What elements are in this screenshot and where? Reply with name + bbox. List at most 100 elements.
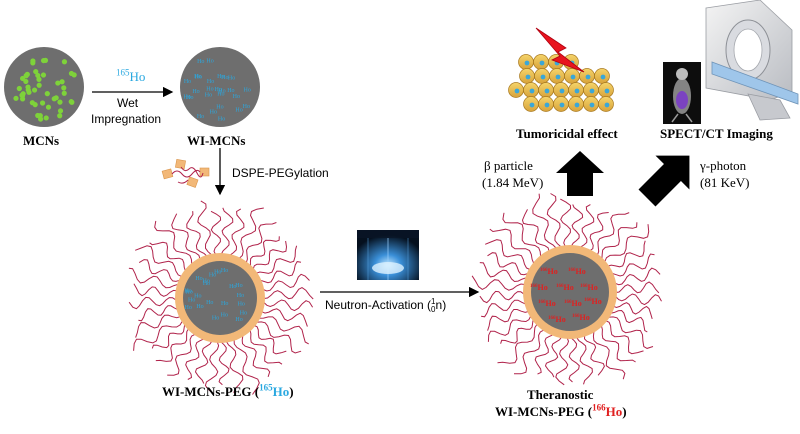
pore-dot <box>45 104 52 110</box>
pore-dot <box>36 76 42 82</box>
ho165-texture-glyph: Ho <box>203 278 210 284</box>
pore-dot <box>57 99 63 105</box>
beta-particle-label: β particle <box>484 158 533 173</box>
ho166-glyph: 166Ho <box>540 267 558 276</box>
peg-chain <box>218 341 230 386</box>
ho166-mass-peg: 166 <box>592 402 606 413</box>
wi-mcns-peg-165-label: WI-MCNs-PEG (165Ho) <box>162 383 294 400</box>
ho165-texture-glyph: Ho <box>216 104 223 110</box>
theranostic-particle <box>523 245 617 339</box>
tumor-cell-nucleus <box>604 88 610 94</box>
peg-chain <box>185 338 205 380</box>
theranostic-label: Theranostic <box>527 387 594 402</box>
peg-suffix-166: ) <box>622 404 627 419</box>
neutron-mass-number: 1 <box>431 297 436 306</box>
ho165-texture-glyph: Ho <box>196 304 203 310</box>
tumor-cell-nucleus <box>524 60 530 66</box>
peg-chain <box>534 334 554 375</box>
wi-mcns-label: WI-MCNs <box>187 133 246 148</box>
peg-chain <box>479 290 525 304</box>
peg-chain <box>615 293 662 306</box>
spect-ct-imaging-label: SPECT/CT Imaging <box>660 126 773 141</box>
mcn-particle <box>4 47 84 127</box>
peg-chain <box>601 222 638 259</box>
ho165-texture-glyph: Ho <box>206 86 213 92</box>
peg-chain <box>197 200 212 256</box>
pore-dot <box>69 99 75 105</box>
ho165-texture-glyph: Ho <box>206 59 213 65</box>
peg-chain <box>263 273 310 292</box>
tumor-cell-nucleus <box>559 102 565 108</box>
tumor-cell-nucleus <box>529 102 535 108</box>
peg-chain <box>233 339 260 395</box>
ho165-texture-glyph: Ho <box>183 95 190 101</box>
peg-chain <box>608 316 654 349</box>
peg-chain <box>138 305 178 322</box>
ho165-texture-glyph: Ho <box>194 293 201 299</box>
ho165-mass-number: 165 <box>116 67 130 78</box>
tumor-cell-nucleus <box>514 88 520 94</box>
peg-chain <box>135 245 182 277</box>
peg-chain <box>245 222 277 263</box>
ho166-glyph: 166Ho <box>584 297 602 306</box>
tumor-cell-nucleus <box>600 74 606 80</box>
beta-energy-label: (1.84 MeV) <box>482 175 544 190</box>
pore-dot <box>43 115 49 121</box>
pore-dot <box>61 90 67 96</box>
peg-chain <box>600 325 636 363</box>
spect-ct-scanner-icon <box>705 0 799 121</box>
peg-chain <box>568 337 580 383</box>
pegylation-label: DSPE-PEGylation <box>232 166 329 180</box>
ho165-texture-glyph: Ho <box>227 88 234 94</box>
pore-dot <box>23 78 29 85</box>
ho166-glyph: 166Ho <box>548 315 566 324</box>
mcns-label: MCNs <box>23 133 60 148</box>
peg-chain <box>254 325 287 355</box>
pore-dot <box>16 85 22 92</box>
tumor-cell-nucleus <box>529 88 535 94</box>
peg-suffix: ) <box>289 384 294 399</box>
ho165-texture-glyph: Ho <box>240 311 247 317</box>
neutron-charge-number: 0 <box>431 305 436 314</box>
peg-prefix-166: WI-MCNs-PEG ( <box>495 404 593 419</box>
nuclear-reactor-image <box>357 230 419 280</box>
gamma-energy-label: (81 KeV) <box>700 175 750 190</box>
ho165-texture-glyph: Ho <box>217 74 224 80</box>
lightning-bolt-icon <box>535 27 585 73</box>
peg-chain <box>615 281 660 294</box>
peg-chain <box>133 320 183 351</box>
ho165-texture-glyph: Ho <box>235 107 242 113</box>
ho-symbol: Ho <box>129 69 146 84</box>
ho165-texture-peg: HoHoHoHoHoHoHoHoHoHoHoHoHoHoHoHoHoHoHoHo… <box>184 268 247 323</box>
spect-mouse-image <box>663 62 701 124</box>
tumor-cell-nucleus <box>539 60 545 66</box>
peg-prefix: WI-MCNs-PEG ( <box>162 384 260 399</box>
peg-chain <box>611 253 655 277</box>
ho165-texture-glyph: Ho <box>185 290 192 296</box>
ho165-texture-glyph: Ho <box>184 79 191 85</box>
tumoricidal-effect-label: Tumoricidal effect <box>516 126 618 141</box>
impregnation-label: Impregnation <box>91 112 162 126</box>
neutron-close: ) <box>442 298 447 313</box>
peg-chain <box>487 309 529 331</box>
ho165-texture-glyph: Ho <box>228 75 235 81</box>
ho165-texture-glyph: Ho <box>186 95 193 101</box>
peg-chain <box>229 208 245 256</box>
ho166-glyph: 166Ho <box>556 283 574 292</box>
ho165-texture-glyph: Ho <box>205 92 212 98</box>
tumor-cell-cluster <box>508 54 614 112</box>
peg-chain <box>204 341 220 395</box>
peg-chain <box>261 308 308 327</box>
ho165-texture-glyph: Ho <box>221 313 228 319</box>
peg-chain <box>167 333 196 376</box>
ho165-texture-glyph: Ho <box>237 293 244 299</box>
pore-dot <box>61 85 67 91</box>
peg-chain <box>489 228 535 264</box>
ho165-texture-glyph: Ho <box>235 283 242 289</box>
peg-chain <box>532 193 557 249</box>
peg-chain <box>583 335 605 376</box>
pore-dot <box>40 57 47 64</box>
ho165-texture-glyph: Ho <box>206 300 213 306</box>
